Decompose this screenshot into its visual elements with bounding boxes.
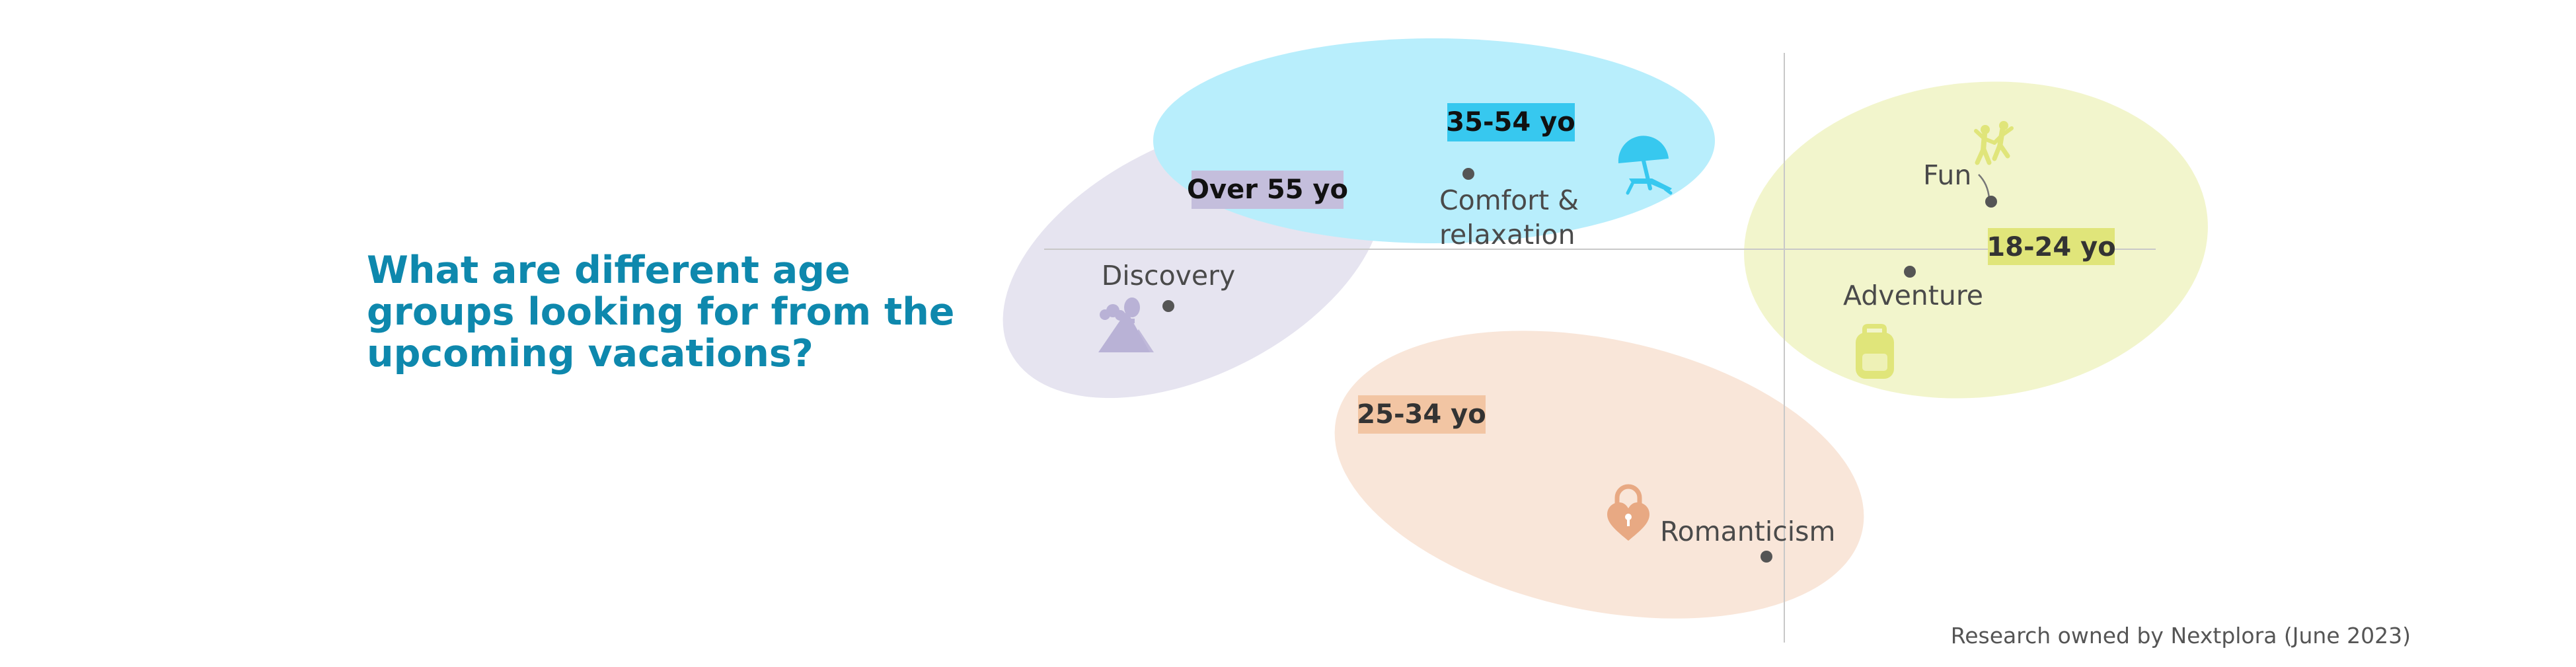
- age-tag-35-54-label: 35-54 yo: [1446, 107, 1575, 137]
- page-title: What are different age groups looking fo…: [367, 249, 955, 375]
- age-tag-18-24: 18-24 yo: [1987, 228, 2116, 265]
- point-adventure: Adventure: [1843, 266, 1983, 311]
- motivation-label-discovery: Discovery: [1102, 260, 1236, 292]
- backpack-icon: [1856, 324, 1894, 379]
- beach-umbrella-chair-icon: [1618, 136, 1673, 195]
- point-romanticism: Romanticism: [1660, 516, 1835, 563]
- age-tag-18-24-label: 18-24 yo: [1987, 232, 2115, 262]
- age-tag-25-34: 25-34 yo: [1357, 395, 1486, 434]
- mountain-balloon-icon: [1098, 297, 1154, 352]
- motivation-label-adventure: Adventure: [1843, 280, 1983, 311]
- dancing-people-icon: [1974, 121, 2014, 165]
- axes: [1044, 53, 2156, 643]
- motivation-label-romanticism: Romanticism: [1660, 516, 1835, 547]
- source-note: Research owned by Nextplora (June 2023): [1950, 623, 2411, 648]
- heart-padlock-icon: [1607, 484, 1649, 541]
- motivation-label-comfort-relaxation: Comfort & relaxation: [1439, 184, 1587, 251]
- ellipse-18-24: [1744, 81, 2208, 399]
- age-tag-25-34-label: 25-34 yo: [1357, 399, 1486, 430]
- motivation-label-fun: Fun: [1923, 159, 1971, 191]
- age-tag-35-54: 35-54 yo: [1446, 103, 1575, 141]
- motivation-label-comfort-line2: relaxation: [1439, 219, 1575, 251]
- point-comfort-relaxation: Comfort & relaxation: [1439, 168, 1587, 251]
- motivation-label-comfort-line1: Comfort &: [1439, 184, 1579, 216]
- age-tag-over55: Over 55 yo: [1187, 171, 1348, 209]
- point-fun: Fun: [1923, 159, 1997, 208]
- age-tag-over55-label: Over 55 yo: [1187, 175, 1348, 205]
- point-discovery: Discovery: [1102, 260, 1236, 312]
